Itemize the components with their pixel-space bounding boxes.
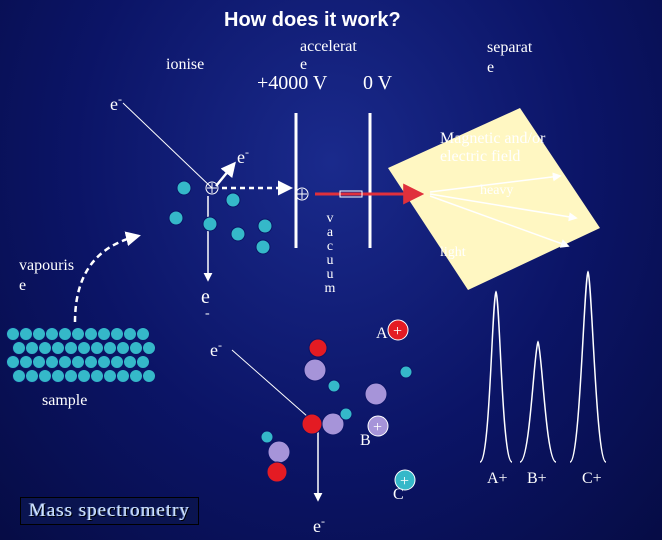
vacuum-letter: a [326,225,334,240]
sample-molecule [103,341,117,355]
ion-label-b: B [360,432,371,449]
positive-ion-2 [295,187,309,201]
sample-molecule [90,369,104,383]
sample-molecule [77,369,91,383]
spectrum-peak-label-a: A+ [487,470,508,487]
sample-molecule [84,327,98,341]
field-light-label: light [440,245,466,260]
sample-molecule [71,355,85,369]
electron-scatter [215,161,236,187]
mass-spectrum [479,270,607,463]
sample-molecule [51,341,65,355]
step-accelerate-label: accelerat e [300,38,357,73]
sample-molecule [19,327,33,341]
ion-ring-a: + [387,319,409,341]
sample-molecule [6,327,20,341]
sample-grid [6,327,156,383]
sample-molecule [58,355,72,369]
deflection-beams [429,172,578,248]
ion-ring-c: + [394,469,416,491]
sample-molecule [12,369,26,383]
ion-label-c: C [393,486,404,503]
electron-label-1: e- [110,92,122,114]
sample-molecule [12,341,26,355]
electron-beam-lower [231,349,317,425]
sample-molecule [38,369,52,383]
electron-label-3: e [201,286,210,308]
sample-label: sample [42,392,88,409]
sample-molecule [116,341,130,355]
sample-molecule [103,369,117,383]
sample-molecule [32,355,46,369]
sample-molecule [19,355,33,369]
sample-molecule [84,355,98,369]
sample-molecule [90,341,104,355]
vapourise-arrow [73,231,141,323]
field-label: Magnetic and/or electric field [440,130,546,165]
svg-text:+: + [373,419,382,436]
field-panel [388,108,600,290]
sample-molecule [110,327,124,341]
electron-label-2: e- [237,145,249,167]
field-heavy-label: heavy [480,183,514,198]
voltage-zero: 0 V [363,72,393,94]
sample-molecule [123,355,137,369]
step-separate-label: separat e [487,39,533,76]
sample-molecule [110,355,124,369]
sample-molecule [142,369,156,383]
sample-molecule [129,341,143,355]
sample-molecule [97,327,111,341]
voltage-positive: +4000 V [257,72,328,94]
sample-molecule [25,341,39,355]
sample-molecule [123,327,137,341]
vacuum-letter: u [326,267,334,282]
sample-molecule [51,369,65,383]
electron-label-4: e- [210,338,222,360]
mass-spectrometry-badge: Mass spectrometry [20,497,200,525]
vacuum-letter: u [326,253,334,268]
ion-label-a: A [376,325,388,342]
sample-molecule [6,355,20,369]
vacuum-letter: c [326,239,334,254]
electron-label-5: e- [313,514,325,536]
page-title: How does it work? [224,9,401,31]
svg-text:+: + [400,473,409,490]
positive-ion-1 [205,181,219,195]
sample-molecule [136,327,150,341]
spectrum-peak-label-c: C+ [582,470,602,487]
sample-molecule [45,327,59,341]
sample-molecule [97,355,111,369]
electron-label-3-minus: - [205,306,210,321]
fragment-molecules [260,338,413,483]
sample-molecule [77,341,91,355]
sample-molecule [129,369,143,383]
ion-ring-b: + [367,415,389,437]
sample-molecule [25,369,39,383]
gas-molecules [168,180,273,255]
vacuum-letter: m [324,281,336,296]
sample-molecule [142,341,156,355]
vacuum-letter: v [326,211,334,226]
electron-beam-in [122,102,213,189]
sample-molecule [38,341,52,355]
step-vapourise-label: vapouris e [19,257,75,294]
sample-molecule [64,369,78,383]
sample-molecule [71,327,85,341]
sample-molecule [136,355,150,369]
sample-molecule [45,355,59,369]
step-ionise-label: ionise [166,56,205,73]
svg-text:+: + [393,323,402,340]
spectrum-peak-label-b: B+ [527,470,547,487]
sample-molecule [116,369,130,383]
sample-molecule [64,341,78,355]
sample-molecule [32,327,46,341]
sample-molecule [58,327,72,341]
